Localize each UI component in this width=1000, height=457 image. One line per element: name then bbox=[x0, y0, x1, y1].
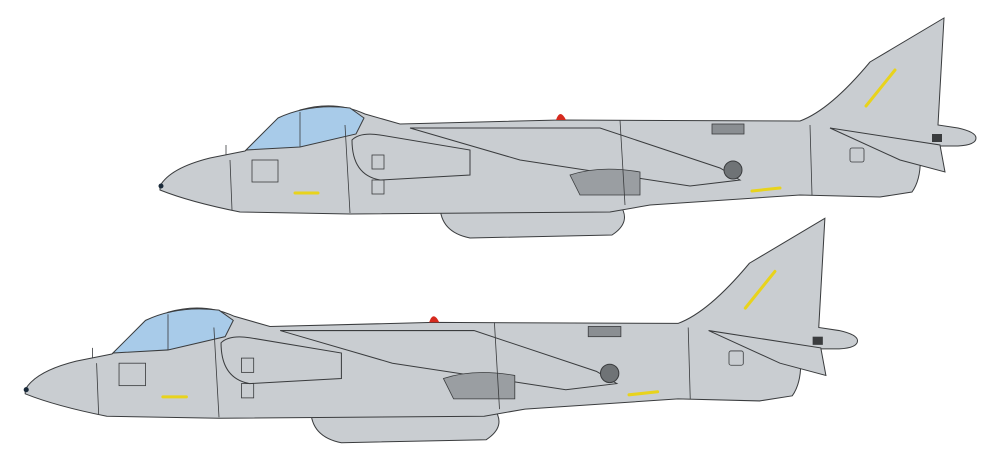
panel bbox=[371, 179, 385, 195]
jet-profile-bottom bbox=[23, 217, 859, 444]
panel bbox=[241, 357, 255, 373]
panel bbox=[251, 159, 279, 183]
tail-stripe bbox=[743, 269, 777, 310]
panel bbox=[371, 154, 385, 170]
panel bbox=[728, 350, 744, 366]
vent-grille bbox=[587, 326, 622, 338]
nozzle-fairing bbox=[442, 372, 516, 400]
wing bbox=[409, 127, 742, 187]
nose-tip bbox=[23, 387, 29, 393]
stripe bbox=[627, 390, 660, 397]
nose-tip bbox=[158, 183, 164, 189]
tailplane bbox=[829, 127, 946, 173]
wing bbox=[280, 330, 619, 391]
tail-light bbox=[812, 336, 823, 345]
vent-grille bbox=[711, 123, 745, 135]
air-intake bbox=[220, 336, 342, 385]
nozzle bbox=[723, 160, 743, 180]
panel bbox=[118, 362, 146, 387]
beacon-light bbox=[429, 316, 440, 323]
panel bbox=[241, 383, 255, 399]
nozzle-fairing bbox=[569, 168, 641, 196]
tailplane bbox=[708, 330, 827, 377]
canopy bbox=[111, 308, 234, 354]
jet-profile-top bbox=[158, 17, 977, 239]
air-intake bbox=[351, 133, 471, 181]
beacon-light bbox=[556, 114, 566, 120]
stripe bbox=[750, 186, 782, 193]
panel-lines bbox=[96, 322, 691, 418]
tail-stripe bbox=[864, 68, 897, 108]
canopy bbox=[244, 106, 365, 151]
tail-light bbox=[932, 134, 942, 142]
panel-lines bbox=[229, 119, 813, 214]
nozzle bbox=[599, 363, 620, 384]
panel bbox=[849, 147, 865, 163]
